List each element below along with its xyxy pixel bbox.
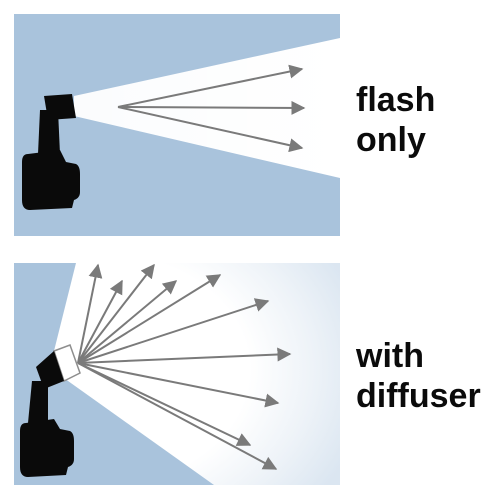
ray-arrow xyxy=(77,263,155,364)
caption-line: diffuser xyxy=(356,377,481,415)
ray-arrow xyxy=(77,362,280,408)
caption-line: only xyxy=(356,121,426,159)
flash-icon xyxy=(28,351,64,423)
camera-icon xyxy=(20,419,74,477)
diffused-light xyxy=(54,263,340,485)
caption-line: with xyxy=(356,337,424,375)
ray-arrow xyxy=(117,106,304,153)
with-diffuser-diagram xyxy=(14,263,340,485)
ray-arrow xyxy=(77,298,270,364)
ray-arrow xyxy=(77,263,103,364)
ray-arrow xyxy=(77,274,222,364)
ray-arrow xyxy=(77,279,123,364)
diffuser-icon xyxy=(53,344,81,383)
ray-arrow xyxy=(117,100,306,115)
light-rays xyxy=(117,64,306,153)
ray-arrow xyxy=(77,362,278,470)
ray-arrow xyxy=(77,362,252,446)
flash-only-diagram xyxy=(14,14,340,236)
camera-icon xyxy=(22,150,80,210)
with-diffuser-illustration xyxy=(14,263,340,485)
flash-icon xyxy=(38,94,76,154)
ray-arrow xyxy=(77,280,178,364)
caption-flash-only: flash only xyxy=(356,80,435,160)
flash-only-illustration xyxy=(14,14,340,236)
ray-arrow xyxy=(77,347,292,364)
ray-arrow xyxy=(117,64,304,108)
caption-line: flash xyxy=(356,81,436,119)
light-rays xyxy=(77,263,292,470)
caption-with-diffuser: with diffuser xyxy=(356,336,481,416)
